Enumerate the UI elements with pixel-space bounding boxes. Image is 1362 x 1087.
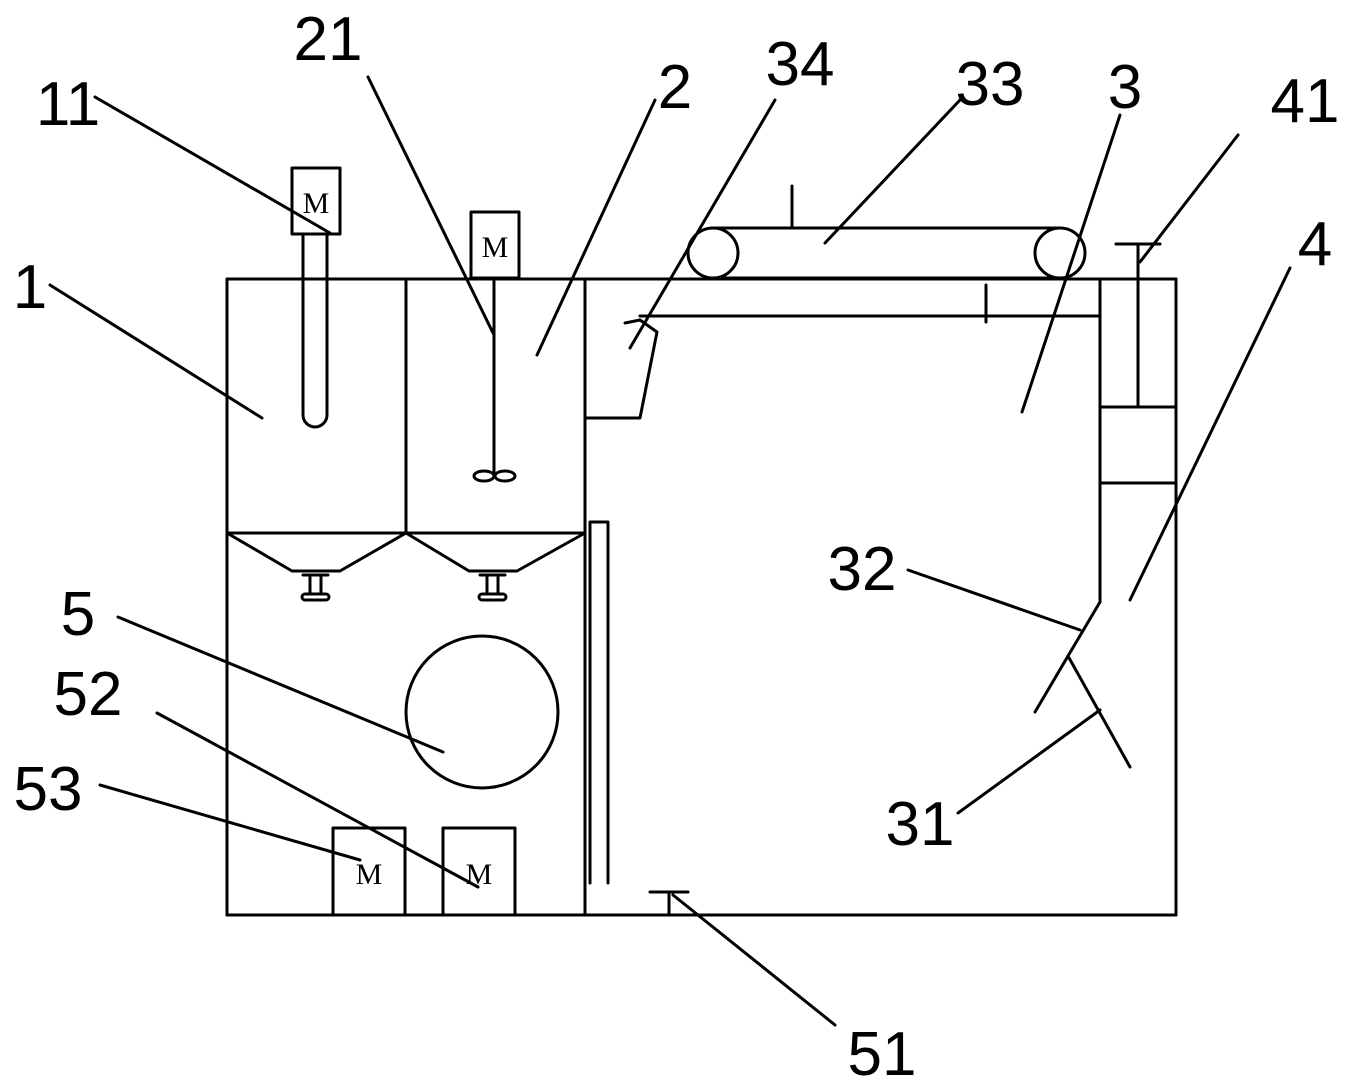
motor-mark-heater: M [303,187,330,220]
upper-tanks [225,277,587,602]
lower-compartment [331,634,560,917]
motor-mark-52: M [466,858,493,891]
label-52: 52 [54,660,123,729]
label-53: 53 [14,755,83,824]
label-3: 3 [1108,53,1142,122]
label-33: 33 [956,50,1025,119]
label-2: 2 [658,53,692,122]
label-21: 21 [294,5,363,74]
label-4: 4 [1298,210,1332,279]
tank-3-internals [583,242,1178,917]
motor-mark-53: M [356,858,383,891]
conveyor-belt [686,184,1087,280]
label-34: 34 [766,30,835,99]
label-1: 1 [13,253,47,322]
label-32: 32 [828,535,897,604]
motor-mark-stirrer: M [482,231,509,264]
label-31: 31 [886,790,955,859]
reference-numerals: 11 21 2 34 33 3 41 4 1 32 5 52 53 31 51 [13,5,1340,1087]
leader-lines [48,75,1292,1027]
label-41: 41 [1271,67,1340,136]
stirrer [469,210,521,483]
label-5: 5 [61,580,95,649]
motor-marks: M M M M [303,187,509,891]
heater-element [290,166,342,429]
label-51: 51 [848,1020,917,1087]
label-11: 11 [36,70,100,139]
